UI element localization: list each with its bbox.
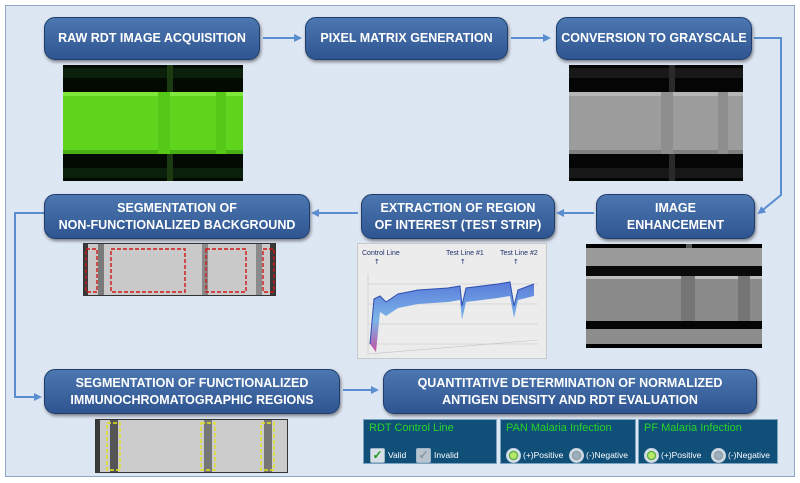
option-pf-positive-label: (+)Positive xyxy=(661,450,702,460)
arrow-grayscale-to-enhancement xyxy=(754,37,782,215)
step-raw-acquisition: RAW RDT IMAGE ACQUISITION xyxy=(44,17,260,60)
step-pixel-matrix-label: PIXEL MATRIX GENERATION xyxy=(320,31,493,45)
profile-label-test-line-2: Test Line #2 xyxy=(500,250,538,257)
profile-arrow-test-line-2: ↑ xyxy=(513,258,519,266)
step-grayscale: CONVERSION TO GRAYSCALE xyxy=(556,17,752,60)
option-invalid-label: Invalid xyxy=(434,450,459,460)
intensity-profile-plot: Control Line ↑ Test Line #1 ↑ Test Line … xyxy=(357,243,547,359)
checkbox-checked-icon: ✓ xyxy=(370,447,385,463)
step-functional-segmentation: SEGMENTATION OF FUNCTIONALIZED IMMUNOCHR… xyxy=(44,369,340,414)
result-panel-pf-malaria: PF Malaria Infection (+)Positive (-)Nega… xyxy=(638,419,778,464)
radio-icon xyxy=(569,447,584,463)
step-functional-segmentation-line2: IMMUNOCHROMATOGRAPHIC REGIONS xyxy=(70,392,314,407)
step-functional-segmentation-line1: SEGMENTATION OF FUNCTIONALIZED xyxy=(75,375,309,390)
grayscale-image xyxy=(569,65,743,181)
result-panel-pf-malaria-title: PF Malaria Infection xyxy=(644,422,742,434)
option-invalid[interactable]: ✓ Invalid xyxy=(416,447,459,463)
radio-selected-icon xyxy=(644,447,659,463)
step-quantification-line1: QUANTITATIVE DETERMINATION OF NORMALIZED xyxy=(417,375,723,390)
functional-segmentation-image xyxy=(95,419,288,473)
step-background-segmentation: SEGMENTATION OF NON-FUNCTIONALIZED BACKG… xyxy=(44,194,310,239)
option-valid[interactable]: ✓ Valid xyxy=(370,447,406,463)
step-raw-acquisition-label: RAW RDT IMAGE ACQUISITION xyxy=(58,31,246,45)
option-pf-negative-label: (-)Negative xyxy=(728,450,771,460)
result-panel-control-line-title: RDT Control Line xyxy=(369,422,454,434)
step-enhancement-line1: IMAGE xyxy=(655,200,696,215)
raw-rdt-image xyxy=(63,65,243,181)
background-segmentation-image xyxy=(83,243,276,296)
result-panel-pan-malaria: PAN Malaria Infection (+)Positive (-)Neg… xyxy=(500,419,636,464)
profile-arrow-control-line: ↑ xyxy=(374,258,380,266)
arrow-background-to-functional xyxy=(14,212,44,401)
option-pan-negative-label: (-)Negative xyxy=(586,450,629,460)
step-pixel-matrix: PIXEL MATRIX GENERATION xyxy=(305,17,508,60)
option-pan-negative[interactable]: (-)Negative xyxy=(569,447,628,463)
step-enhancement-line2: ENHANCEMENT xyxy=(626,217,725,232)
radio-selected-icon xyxy=(506,447,521,463)
option-pan-positive[interactable]: (+)Positive xyxy=(506,447,563,463)
option-pan-positive-label: (+)Positive xyxy=(523,450,564,460)
checkbox-icon: ✓ xyxy=(416,447,431,463)
option-pf-positive[interactable]: (+)Positive xyxy=(644,447,701,463)
step-quantification: QUANTITATIVE DETERMINATION OF NORMALIZED… xyxy=(383,369,757,414)
option-valid-label: Valid xyxy=(388,450,407,460)
step-grayscale-label: CONVERSION TO GRAYSCALE xyxy=(561,31,747,45)
step-roi-extraction-line2: OF INTEREST (TEST STRIP) xyxy=(374,217,542,232)
step-enhancement: IMAGE ENHANCEMENT xyxy=(596,194,755,239)
result-panel-control-line: RDT Control Line ✓ Valid ✓ Invalid xyxy=(363,419,497,464)
profile-label-test-line-1: Test Line #1 xyxy=(446,250,484,257)
step-background-segmentation-line2: NON-FUNCTIONALIZED BACKGROUND xyxy=(58,217,296,232)
profile-arrow-test-line-1: ↑ xyxy=(460,258,466,266)
step-quantification-line2: ANTIGEN DENSITY AND RDT EVALUATION xyxy=(442,392,698,407)
option-pf-negative[interactable]: (-)Negative xyxy=(711,447,770,463)
step-roi-extraction-line1: EXTRACTION OF REGION xyxy=(380,200,536,215)
step-roi-extraction: EXTRACTION OF REGION OF INTEREST (TEST S… xyxy=(361,194,555,239)
radio-icon xyxy=(711,447,726,463)
result-panel-pan-malaria-title: PAN Malaria Infection xyxy=(506,422,612,434)
step-background-segmentation-line1: SEGMENTATION OF xyxy=(117,200,237,215)
profile-label-control-line: Control Line xyxy=(362,250,400,257)
enhanced-image xyxy=(586,244,762,348)
